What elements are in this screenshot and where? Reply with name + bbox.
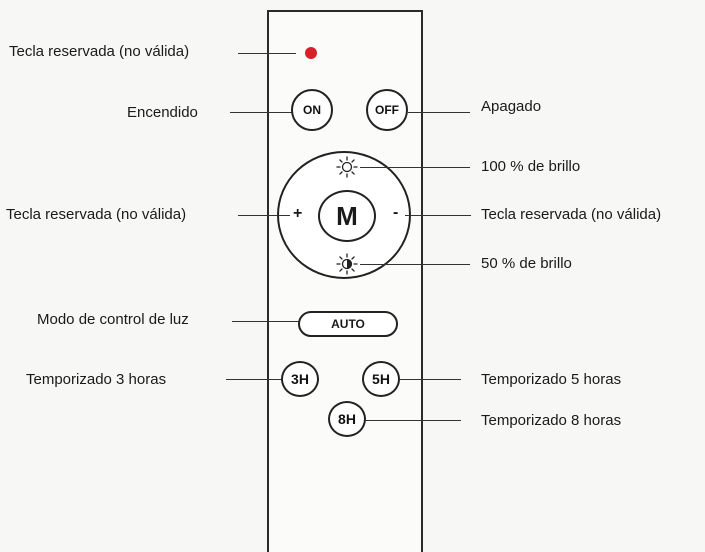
label-off: Apagado [481,98,542,115]
reserved-red-button[interactable] [305,47,317,59]
leader-line-reserved-top [238,53,296,54]
label-brightness-100: 100 % de brillo [481,158,581,175]
label-on: Encendido [127,104,198,121]
leader-line-on [230,112,292,113]
label-timer-3: Temporizado 3 horas [26,371,167,388]
remote-diagram: Tecla reservada (no válida) Encendido ON… [6,10,662,552]
sun-half-icon[interactable] [336,253,358,275]
leader-line-timer-8 [365,420,461,421]
auto-button[interactable]: AUTO [298,311,398,337]
plus-button[interactable]: + [293,205,303,222]
sun-outline-icon[interactable] [336,156,358,178]
leader-line-reserved-left [238,215,290,216]
timer-3h-button[interactable]: 3H [281,361,319,397]
on-button[interactable]: ON [291,89,333,131]
leader-line-brightness-100 [360,167,470,168]
label-brightness-50: 50 % de brillo [481,255,572,272]
leader-line-light-mode [232,321,300,322]
label-reserved-top: Tecla reservada (no válida) [9,43,190,60]
leader-line-off [408,112,470,113]
label-reserved-right: Tecla reservada (no válida) [481,206,662,223]
timer-8h-button[interactable]: 8H [328,401,366,437]
leader-line-brightness-50 [360,264,470,265]
leader-line-reserved-right [405,215,471,216]
leader-line-timer-5 [399,379,461,380]
label-timer-8: Temporizado 8 horas [481,412,622,429]
leader-line-timer-3 [226,379,282,380]
remote-body [267,10,423,552]
label-reserved-left: Tecla reservada (no válida) [6,206,187,223]
timer-5h-button[interactable]: 5H [362,361,400,397]
off-button[interactable]: OFF [366,89,408,131]
minus-button[interactable]: - [393,204,399,221]
label-light-mode: Modo de control de luz [37,311,189,328]
mode-m-button[interactable]: M [318,190,376,242]
label-timer-5: Temporizado 5 horas [481,371,622,388]
